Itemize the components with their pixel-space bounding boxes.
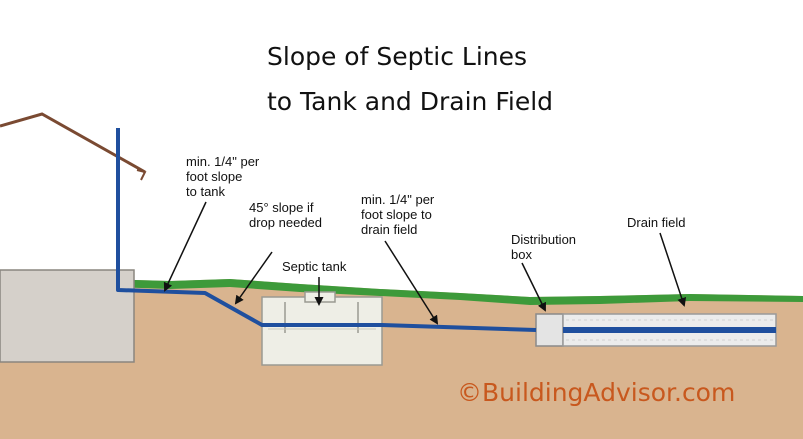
distribution-box	[535, 313, 564, 347]
arrow-drain-field	[659, 232, 687, 307]
house-eave	[136, 169, 147, 181]
sewer-pipe	[116, 128, 537, 332]
arrow-slope-to-tank	[163, 201, 207, 292]
arrow-drop-slope	[234, 251, 273, 305]
label-distribution-box: Distribution box	[511, 232, 580, 262]
septic-tank-body	[261, 296, 383, 366]
label-slope-to-tank: min. 1/4" per foot slope to tank	[186, 154, 263, 199]
arrow-slope-to-field	[384, 240, 439, 325]
title-line-1: Slope of Septic Lines	[267, 42, 527, 71]
label-septic-tank: Septic tank	[282, 259, 347, 274]
septic-tank-lid	[304, 291, 336, 303]
septic-tank	[261, 291, 383, 366]
grass	[0, 276, 803, 305]
copyright-watermark: ©BuildingAdvisor.com	[457, 378, 735, 407]
house	[0, 112, 147, 363]
title-line-2: to Tank and Drain Field	[267, 87, 553, 116]
label-drop-slope: 45° slope if drop needed	[249, 200, 322, 230]
drain-field	[562, 313, 777, 347]
house-foundation	[0, 269, 135, 363]
house-roof-outline	[0, 112, 146, 174]
label-drain-field: Drain field	[627, 215, 686, 230]
arrow-distribution-box	[521, 262, 546, 312]
label-slope-to-field: min. 1/4" per foot slope to drain field	[361, 192, 438, 237]
